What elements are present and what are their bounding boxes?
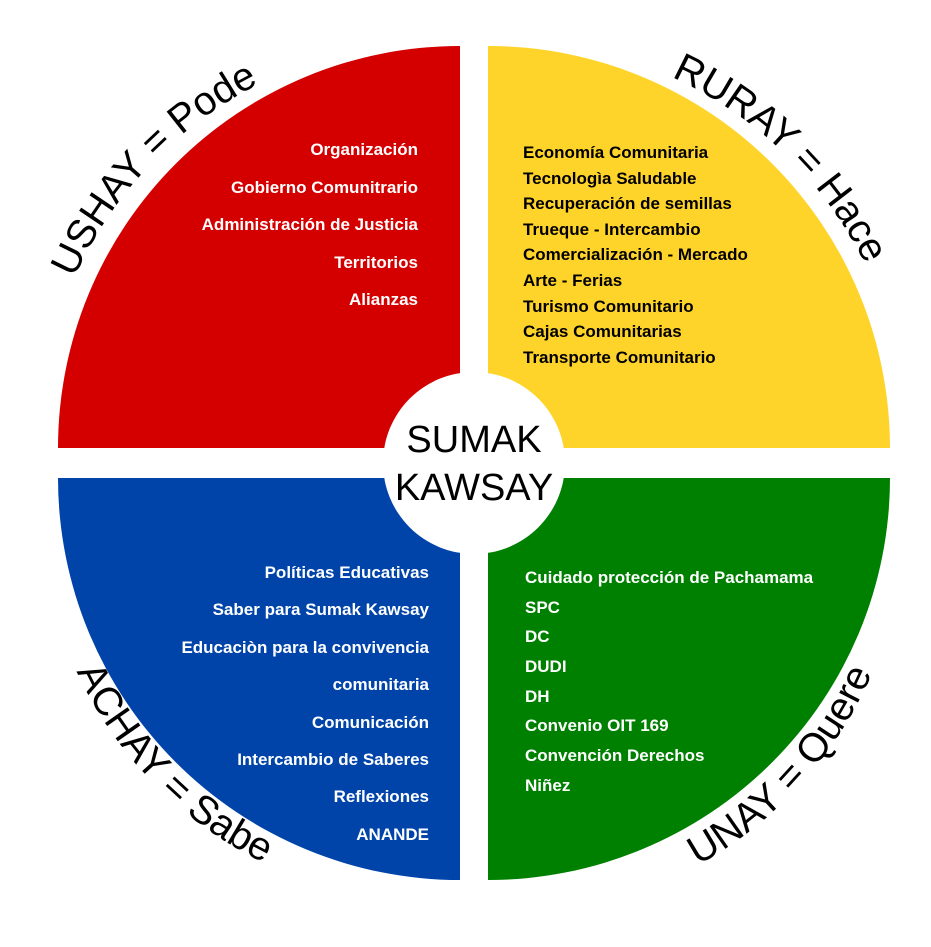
list-item: DH	[525, 686, 550, 706]
list-item: Economía Comunitaria	[523, 143, 709, 162]
list-item: ANANDE	[356, 824, 429, 844]
list-item: Administración de Justicia	[201, 215, 418, 234]
list-item: Alianzas	[349, 290, 418, 309]
list-item: Gobierno Comunitrario	[231, 177, 418, 197]
list-item: Convenio OIT 169	[525, 716, 669, 736]
center-title-line2: KAWSAY	[395, 467, 553, 509]
list-item: Trueque - Intercambio	[523, 219, 701, 239]
list-item: Transporte Comunitario	[523, 347, 716, 367]
list-item: Políticas Educativas	[264, 563, 429, 582]
list-item: Niñez	[525, 775, 571, 795]
list-item: DC	[525, 627, 550, 647]
list-item: Intercambio de Saberes	[237, 749, 429, 769]
list-item: Cajas Comunitarias	[523, 322, 682, 342]
list-item: Tecnologìa Saludable	[523, 168, 697, 188]
list-item: SPC	[525, 597, 560, 617]
list-item: Cuidado protección de Pachamama	[525, 568, 814, 587]
list-item: Arte - Ferias	[523, 270, 623, 290]
center-circle	[383, 372, 565, 554]
list-item: Saber para Sumak Kawsay	[212, 600, 429, 620]
list-item: Turismo Comunitario	[523, 296, 694, 316]
list-item: Comunicación	[311, 712, 429, 732]
list-item: Comercialización - Mercado	[523, 245, 748, 265]
list-item: Territorios	[334, 252, 418, 272]
quadrant-munay	[488, 478, 890, 880]
center-title-line1: SUMAK	[406, 419, 541, 461]
quadrant-ruray	[488, 46, 890, 448]
list-item: Reflexiones	[333, 787, 429, 807]
list-item: comunitaria	[332, 675, 429, 695]
list-item: Educaciòn para la convivencia	[181, 637, 429, 657]
quadrant-ushay	[58, 46, 460, 448]
list-item: Recuperación de semillas	[523, 194, 732, 214]
list-item: Convención Derechos	[525, 746, 705, 766]
list-item: DUDI	[525, 657, 567, 677]
quadrant-yachay	[58, 478, 460, 880]
list-item: Organización	[310, 140, 418, 159]
